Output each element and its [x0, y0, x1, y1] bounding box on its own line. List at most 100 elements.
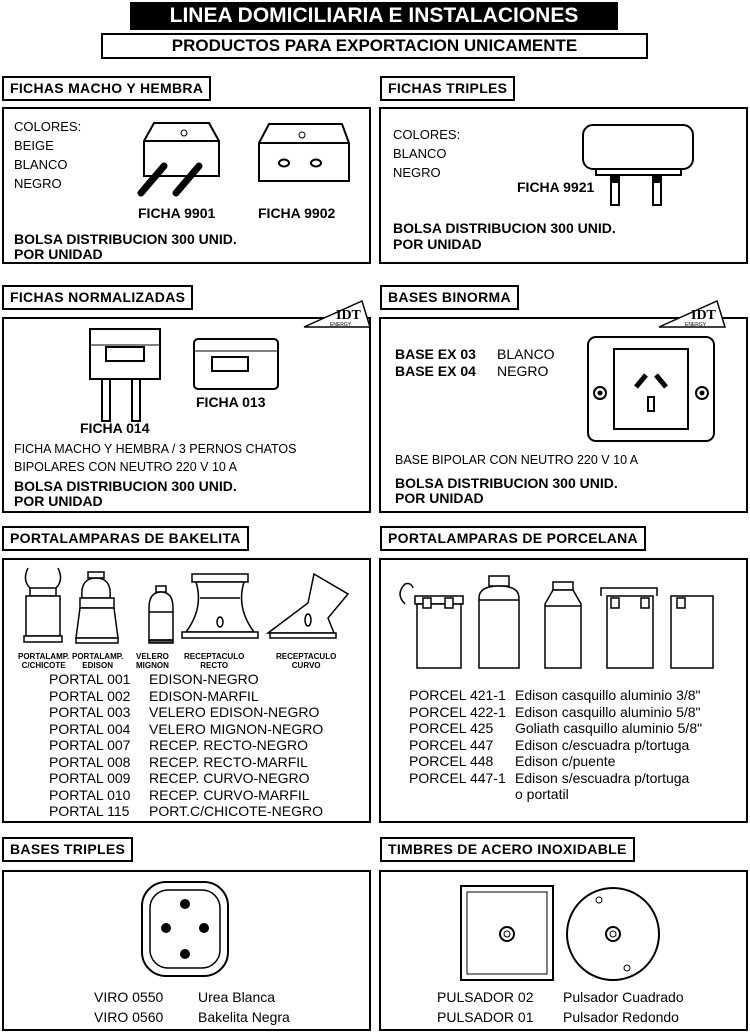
color-item: NEGRO	[14, 176, 62, 191]
section-tag-timbres: TIMBRES DE ACERO INOXIDABLE	[380, 837, 635, 862]
packaging-text: BOLSA DISTRIBUCION 300 UNID.	[14, 478, 237, 494]
product-row: PORTAL 009 RECEP. CURVO-NEGRO	[49, 770, 323, 787]
product-description: PORT.C/CHICOTE-NEGRO	[149, 803, 323, 819]
color-item: BEIGE	[14, 138, 54, 153]
packaging-text: BOLSA DISTRIBUCION 300 UNID.	[14, 231, 237, 247]
product-code: PORTAL 001	[49, 671, 131, 687]
section-porcelana: PORCEL 421-1 Edison casquillo aluminio 3/…	[379, 558, 748, 823]
description-line: BIPOLARES CON NEUTRO 220 V 10 A	[14, 460, 237, 474]
product-description: Urea Blanca	[198, 989, 276, 1005]
product-code: PULSADOR 01	[437, 1009, 534, 1025]
porcelana-product-list: PORCEL 421-1 Edison casquillo aluminio 3/…	[409, 687, 702, 803]
packaging-text: BOLSA DISTRIBUCION 300 UNID.	[395, 475, 618, 491]
product-code	[409, 786, 515, 803]
description-line: FICHA MACHO Y HEMBRA / 3 PERNOS CHATOS	[14, 442, 297, 456]
product-code: PORCEL 421-1	[409, 687, 506, 703]
product-row: PORTAL 007 RECEP. RECTO-NEGRO	[49, 737, 323, 754]
product-description: Edison s/escuadra p/tortuga	[515, 769, 690, 786]
packaging-text: POR UNIDAD	[393, 236, 482, 252]
product-row: PORCEL 421-1 Edison casquillo aluminio 3/…	[409, 687, 702, 704]
section-tag-bakelita: PORTALAMPARAS DE BAKELITA	[2, 526, 249, 551]
description: FICHA MACHO Y HEMBRA / 3 PERNOS CHATOS B…	[14, 440, 296, 476]
product-color: NEGRO	[497, 363, 549, 379]
packaging-text: POR UNIDAD	[395, 490, 484, 506]
product-code: BASE EX 03	[395, 346, 476, 362]
plug-9921-icon	[582, 124, 694, 206]
product-code: PORCEL 448	[409, 753, 494, 769]
doorbell-buttons-icon	[460, 885, 660, 981]
section-tag-porcelana: PORTALAMPARAS DE PORCELANA	[380, 526, 646, 551]
product-description: VELERO MIGNON-NEGRO	[149, 720, 324, 737]
triple-socket-icon	[141, 881, 229, 977]
color-item: NEGRO	[393, 165, 441, 180]
idt-energy-logo: IDT ENERGY	[658, 299, 727, 328]
product-description: RECEP. RECTO-NEGRO	[149, 737, 308, 753]
product-description: Edison casquillo aluminio 5/8"	[515, 703, 701, 720]
product-code: PORTAL 115	[49, 803, 130, 819]
section-tag-bases-binorma: BASES BINORMA	[380, 285, 519, 310]
product-code: PORCEL 425	[409, 720, 494, 736]
idt-energy-logo: IDT ENERGY	[303, 299, 372, 328]
product-color: BLANCO	[497, 346, 555, 362]
colores-label: COLORES:	[393, 127, 461, 142]
bases-list: BASE EX 03 BLANCO BASE EX 04 NEGRO	[395, 346, 555, 380]
lampholder-label: PORTALAMP.C/CHICOTE	[18, 652, 70, 670]
lampholder-label: PORTALAMP.EDISON	[72, 652, 124, 670]
section-tag-fichas-macho: FICHAS MACHO Y HEMBRA	[2, 76, 212, 101]
product-code: PORTAL 010	[49, 786, 131, 803]
colores-list: COLORES: BLANCO NEGRO	[393, 125, 460, 182]
svg-text:ENERGY: ENERGY	[330, 322, 352, 328]
packaging-text: BOLSA DISTRIBUCION 300 UNID.	[393, 220, 616, 236]
colores-label: COLORES:	[14, 119, 82, 134]
product-row: o portatil	[409, 786, 702, 803]
product-code: FICHA 014	[80, 420, 150, 436]
plug-9902-icon	[258, 123, 350, 182]
page-title: LINEA DOMICILIARIA E INSTALACIONES	[130, 2, 618, 30]
product-code: PORTAL 007	[49, 737, 131, 753]
product-row: PORTAL 001 EDISON-NEGRO	[49, 671, 323, 688]
product-code: VIRO 0560	[94, 1009, 164, 1025]
product-description: EDISON-NEGRO	[149, 671, 259, 687]
packaging-text: POR UNIDAD	[14, 246, 103, 262]
section-tag-fichas-triples: FICHAS TRIPLES	[380, 76, 516, 101]
product-row: PULSADOR 01 Pulsador Redondo	[437, 1007, 684, 1027]
product-code: PORTAL 009	[49, 770, 131, 786]
color-item: BLANCO	[14, 157, 68, 172]
description-line: BASE BIPOLAR CON NEUTRO 220 V 10 A	[395, 453, 639, 467]
product-row: VIRO 0550 Urea Blanca	[94, 987, 290, 1007]
section-fichas-triples: COLORES: BLANCO NEGRO FICHA 9921 BOLSA D…	[379, 107, 748, 264]
product-description: Pulsador Redondo	[563, 1009, 679, 1025]
product-code: VIRO 0550	[94, 989, 164, 1005]
product-code: FICHA 9921	[517, 179, 595, 195]
product-description: Edison casquillo aluminio 3/8"	[515, 687, 701, 703]
section-fichas-normalizadas: IDT ENERGY FICHA 014 FICHA 013 FICHA MAC…	[2, 299, 372, 513]
product-row: PORCEL 448 Edison c/puente	[409, 753, 702, 770]
product-description: RECEP. CURVO-NEGRO	[149, 770, 310, 786]
product-code: PORTAL 004	[49, 720, 131, 737]
product-code: PORTAL 008	[49, 753, 131, 770]
product-code: FICHA 9901	[138, 205, 216, 221]
svg-text:IDT: IDT	[691, 308, 717, 323]
section-tag-fichas-normalizadas: FICHAS NORMALIZADAS	[2, 285, 194, 310]
product-code: FICHA 013	[196, 394, 266, 410]
product-description: Pulsador Cuadrado	[563, 989, 684, 1005]
product-code: BASE EX 04	[395, 363, 476, 379]
section-bases-binorma: IDT ENERGY BASE EX 03 BLANCO BASE EX 04 NE…	[379, 299, 748, 513]
product-code: PULSADOR 02	[437, 989, 534, 1005]
product-description: Edison c/puente	[515, 753, 616, 769]
